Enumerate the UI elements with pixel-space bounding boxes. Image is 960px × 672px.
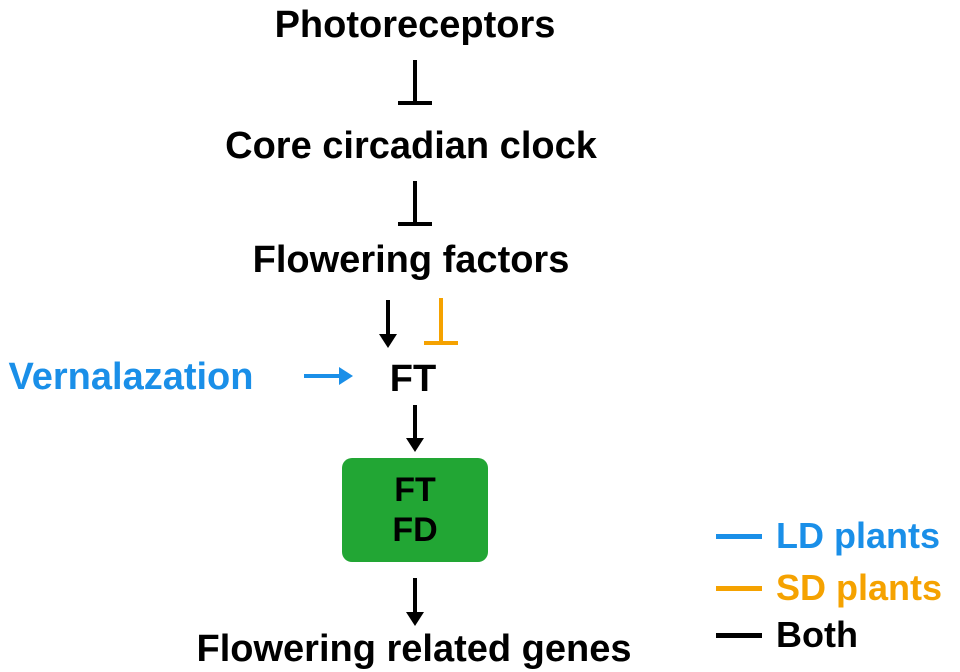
- legend-swatch-ld: [716, 533, 762, 539]
- node-ft: FT: [389, 358, 437, 400]
- ft-fd-complex: FT FD: [342, 458, 488, 562]
- legend-swatch-both: [716, 632, 762, 638]
- node-core-circadian-clock: Core circadian clock: [225, 125, 597, 167]
- legend-swatch-sd: [716, 585, 762, 591]
- legend-label-ld: LD plants: [776, 515, 941, 556]
- legend-item-both: Both: [716, 617, 858, 653]
- legend-label-sd: SD plants: [776, 567, 943, 608]
- legend-label-both: Both: [776, 614, 858, 655]
- node-photoreceptors: Photoreceptors: [274, 4, 556, 46]
- arrow-factors-ft-head: [379, 334, 397, 348]
- arrow-complex-genes-head: [406, 612, 424, 626]
- legend-item-sd: SD plants: [716, 570, 942, 606]
- node-vernalization: Vernalazation: [8, 356, 254, 398]
- node-flowering-factors: Flowering factors: [252, 239, 570, 281]
- complex-ft-label: FT: [394, 471, 436, 509]
- complex-fd-label: FD: [392, 511, 438, 549]
- arrow-ft-complex-head: [406, 438, 424, 452]
- arrow-vernalization-ft-head: [339, 367, 353, 385]
- node-flowering-related-genes: Flowering related genes: [196, 628, 632, 670]
- legend-item-ld: LD plants: [716, 518, 940, 554]
